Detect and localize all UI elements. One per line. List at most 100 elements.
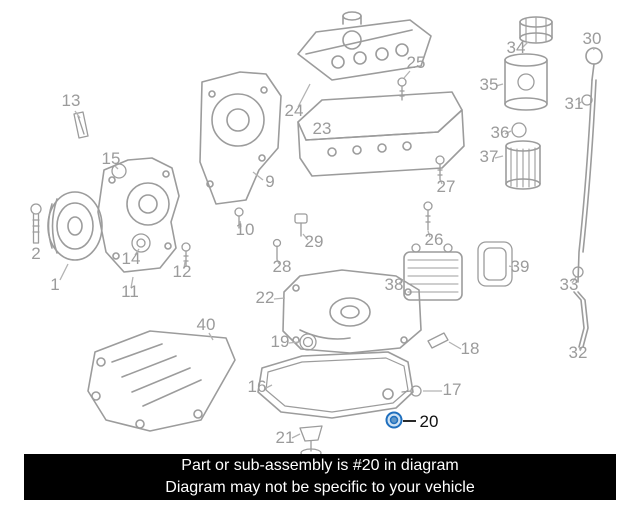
part-label-2: 2: [31, 244, 40, 263]
front-cover-part: [199, 71, 282, 205]
part-label-38: 38: [385, 275, 404, 294]
leader-line-34: [521, 41, 529, 49]
leader-line-35: [495, 83, 504, 87]
part-label-34: 34: [507, 38, 526, 57]
bolt-12-part: [181, 242, 191, 267]
part-label-10: 10: [236, 220, 255, 239]
part-label-39: 39: [511, 257, 530, 276]
leader-line-1: [59, 263, 69, 281]
leader-line-32: [579, 346, 583, 352]
part-label-18: 18: [461, 339, 480, 358]
bolt-10-part: [234, 207, 244, 229]
filter-cap-part: [519, 16, 553, 44]
leader-line-15: [114, 165, 119, 170]
leader-line-22: [273, 297, 286, 300]
part-label-29: 29: [305, 232, 324, 251]
leader-line-30: [592, 46, 595, 51]
part-label-9: 9: [265, 172, 274, 191]
filter-housing-part: [504, 53, 548, 111]
leader-line-18: [448, 341, 462, 350]
timing-cover-part: [97, 157, 180, 273]
leader-line-31: [577, 100, 584, 105]
part-label-19: 19: [271, 332, 290, 351]
oring-19-part: [299, 333, 317, 351]
leader-line-19: [288, 341, 300, 344]
leader-line-39: [508, 265, 514, 268]
leader-line-29: [302, 233, 309, 241]
filter-element-part: [505, 140, 541, 190]
bolt-26-part: [423, 201, 433, 231]
sensor-29-part: [294, 213, 308, 237]
bolt-25-part: [397, 77, 407, 101]
part-label-1: 1: [50, 275, 59, 294]
leader-line-12: [183, 261, 186, 269]
banner-line1: Part or sub-assembly is #20 in diagram: [181, 457, 459, 475]
clip-18-part: [427, 332, 449, 349]
part-label-14: 14: [122, 249, 141, 268]
leader-line-26: [427, 230, 431, 238]
filter-oring-part: [511, 122, 527, 138]
dipstick-part: [577, 47, 603, 283]
bolt-28-part: [272, 238, 282, 261]
part-label-37: 37: [480, 147, 499, 166]
part-label-21: 21: [276, 428, 295, 447]
part-label-31: 31: [565, 94, 584, 113]
leader-line-27: [439, 178, 443, 185]
cylinder-head-part: [297, 91, 465, 177]
part-label-23: 23: [313, 119, 332, 138]
highlighted-part-20[interactable]: [385, 411, 403, 429]
intake-manifold-part: [87, 330, 236, 432]
part-label-17: 17: [443, 380, 462, 399]
part-label-22: 22: [256, 288, 275, 307]
oil-cooler-part: [403, 243, 463, 301]
leader-line-21: [291, 433, 301, 439]
dipstick-tube-lower-part: [573, 291, 589, 348]
part-label-36: 36: [491, 123, 510, 142]
pulley-bolt-part: [30, 203, 42, 244]
oil-pan-part: [257, 351, 414, 419]
baffle-21-part: [299, 425, 323, 458]
leader-line-33: [571, 276, 577, 284]
leader-line-24: [297, 83, 311, 108]
part-label-26: 26: [425, 230, 444, 249]
part-label-30: 30: [583, 29, 602, 48]
vehicle-note-banner: Part or sub-assembly is #20 in diagram D…: [24, 454, 616, 500]
part-label-33: 33: [560, 275, 579, 294]
leader-line-37: [494, 155, 504, 159]
gasket-39-part: [477, 241, 513, 287]
part-label-35: 35: [480, 75, 499, 94]
seal-14-part: [131, 233, 151, 253]
part-label-15: 15: [102, 149, 121, 168]
leader-line-40: [208, 332, 214, 341]
part-label-40: 40: [197, 315, 216, 334]
leader-line-36: [504, 130, 512, 135]
leader-line-16: [265, 384, 273, 389]
part-label-32: 32: [569, 343, 588, 362]
leader-line-25: [403, 70, 411, 79]
seal-15-part: [111, 163, 127, 179]
leader-line-28: [276, 258, 280, 265]
crank-pulley-part: [47, 191, 103, 261]
part-label-11: 11: [121, 282, 139, 301]
dipstick-oring-33-part: [572, 266, 584, 278]
leader-line-38: [398, 279, 405, 284]
leader-line-14: [134, 248, 140, 256]
bolt-27-part: [435, 155, 445, 181]
leader-line-13: [74, 110, 81, 119]
part-label-28: 28: [273, 257, 292, 276]
part-label-16: 16: [248, 377, 267, 396]
pin-13-part: [73, 111, 89, 139]
leader-lines: [59, 41, 595, 439]
part-label-27: 27: [437, 177, 456, 196]
valve-cover-part: [297, 11, 432, 81]
part-label-13: 13: [62, 91, 81, 110]
part-label-12: 12: [173, 262, 192, 281]
part-label-24: 24: [285, 101, 304, 120]
leader-line-10: [239, 220, 242, 228]
drain-plug-part: [401, 385, 422, 397]
leader-line-9: [252, 171, 264, 181]
leader-line-11: [130, 276, 134, 289]
